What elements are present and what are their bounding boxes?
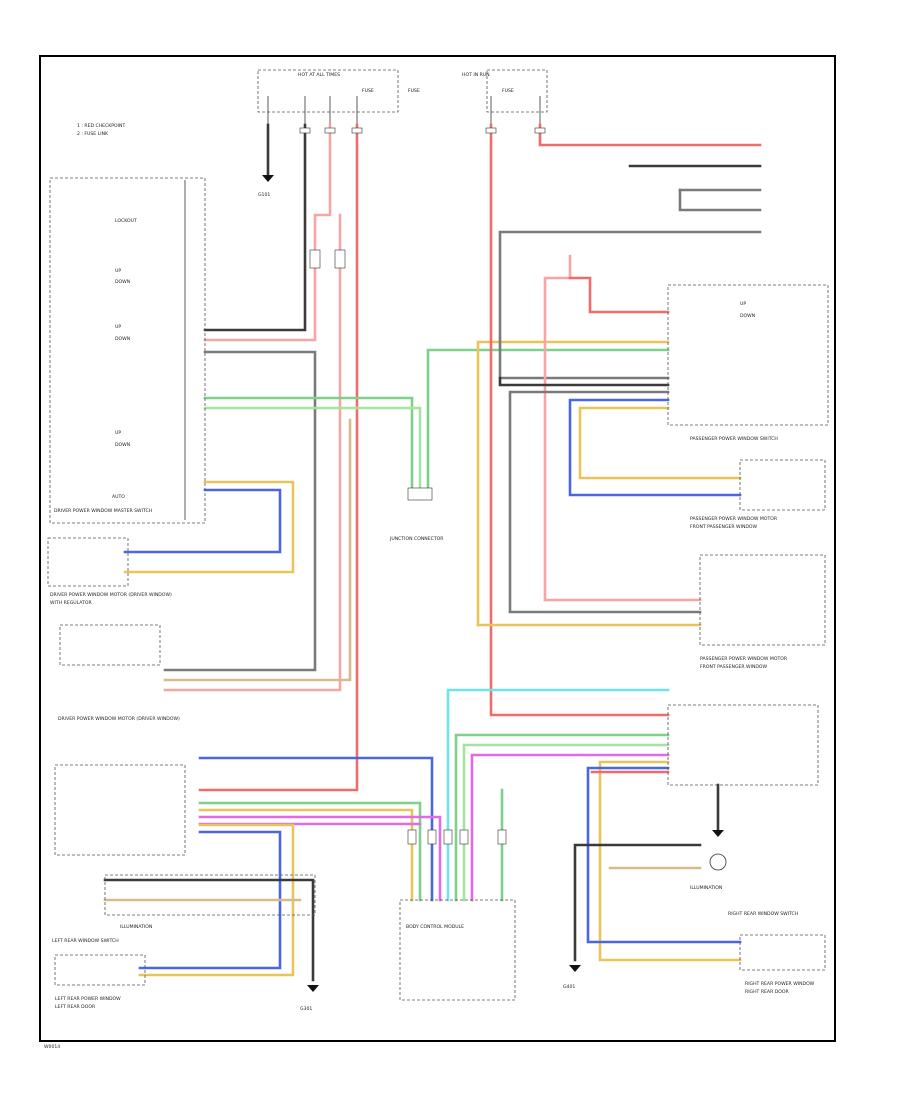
wire-pink-feed	[203, 123, 332, 342]
left-rear-window-motor: LEFT REAR POWER WINDOW LEFT REAR DOOR	[54, 954, 146, 1010]
driver-up-label: UP	[115, 268, 121, 274]
wire-yellow-passenger	[578, 406, 742, 480]
illumination-bulb-right	[709, 853, 727, 871]
passenger-motor-label: PASSENGER POWER WINDOW MOTOR	[690, 516, 778, 522]
left-rear-window-switch: ILLUMINATION LEFT REAR WINDOW SWITCH	[52, 764, 316, 944]
diagram-frame	[39, 55, 836, 1042]
passenger-power-window-switch: PASSENGER POWER WINDOW SWITCH UP DOWN	[667, 284, 829, 442]
auto-label: AUTO	[112, 494, 125, 500]
fuse-label-right: FUSE	[502, 88, 514, 94]
wire-black-main	[203, 123, 307, 332]
right-rear-switch-label: RIGHT REAR WINDOW SWITCH	[728, 911, 798, 917]
wire-gray-driver	[163, 350, 317, 672]
passenger-switch-up: UP	[740, 301, 746, 307]
rear-down-label: DOWN	[115, 442, 130, 448]
driver-window-motor: DRIVER POWER WINDOW MOTOR (DRIVER WINDOW…	[47, 537, 172, 606]
passenger-up-label: UP	[115, 324, 121, 330]
right-rear-window-motor: RIGHT REAR POWER WINDOW RIGHT REAR DOOR	[739, 934, 826, 995]
power-supply-top: HOT AT ALL TIMES HOT IN RUN 1 : RED CHEC…	[77, 69, 548, 198]
passenger-lock-motor-label: PASSENGER POWER WINDOW MOTOR	[700, 656, 788, 662]
legend-item-2: 2 : FUSE LINK	[77, 131, 109, 137]
wire-green-junction	[203, 396, 414, 492]
passenger-motor-sub-label: FRONT PASSENGER WINDOW	[690, 524, 758, 530]
wire-red-right-top	[538, 123, 762, 147]
passenger-window-motor: PASSENGER POWER WINDOW MOTOR FRONT PASSE…	[690, 459, 826, 530]
driver-down-label: DOWN	[115, 279, 130, 285]
driver-lower-motor: DRIVER POWER WINDOW MOTOR (DRIVER WINDOW…	[58, 624, 180, 722]
wire-blue-driver-motor	[123, 488, 282, 554]
body-control-module: BODY CONTROL MODULE	[399, 899, 516, 1001]
passenger-down-label: DOWN	[115, 336, 130, 342]
wire-blue-left-rear	[198, 756, 434, 902]
driver-switch-label: DRIVER POWER WINDOW MASTER SWITCH	[54, 508, 152, 514]
driver-lower-motor-label: DRIVER POWER WINDOW MOTOR (DRIVER WINDOW…	[58, 716, 180, 722]
ground-symbol-lock	[712, 830, 724, 837]
connector-pins	[299, 127, 546, 845]
wire-gray-right-loop	[498, 230, 762, 380]
left-rear-switch-label: LEFT REAR WINDOW SWITCH	[52, 938, 119, 944]
fuse-label-left: FUSE	[362, 88, 374, 94]
junction-label: JUNCTION CONNECTOR	[389, 536, 444, 542]
rear-up-label: UP	[115, 430, 121, 436]
bcm-label: BODY CONTROL MODULE	[406, 924, 464, 930]
passenger-switch-label: PASSENGER POWER WINDOW SWITCH	[690, 436, 778, 442]
left-rear-motor-sub: LEFT REAR DOOR	[55, 1004, 96, 1010]
driver-motor-sub-label: WITH REGULATOR	[50, 600, 93, 606]
junction-connector: JUNCTION CONNECTOR	[389, 487, 444, 542]
passenger-lock-area: PASSENGER POWER WINDOW MOTOR FRONT PASSE…	[699, 554, 826, 670]
wire-yellow-driver-motor	[123, 480, 295, 574]
left-rear-motor-label: LEFT REAR POWER WINDOW	[55, 996, 121, 1002]
illumination-right-label: ILLUMINATION	[690, 885, 722, 891]
wire-blue-passenger	[568, 398, 742, 497]
fuse-label-mid: FUSE	[408, 88, 420, 94]
passenger-lock-motor-sub: FRONT PASSENGER WINDOW	[700, 664, 768, 670]
right-rear-motor-sub: RIGHT REAR DOOR	[745, 989, 789, 995]
ground-symbol-top-left	[262, 175, 274, 182]
hot-at-all-times-label: HOT AT ALL TIMES	[298, 72, 340, 78]
illumination-left-label: ILLUMINATION	[120, 924, 152, 930]
right-rear-window-switch: RIGHT REAR WINDOW SWITCH ILLUMINATION	[667, 704, 819, 917]
ground-label-bottom-mid: G301	[300, 1006, 312, 1012]
ground-label-bottom-right: G401	[563, 984, 575, 990]
driver-motor-label: DRIVER POWER WINDOW MOTOR (DRIVER WINDOW…	[50, 592, 172, 598]
ground-symbol-bottom-right	[569, 965, 581, 972]
wire-red-feed	[198, 123, 359, 792]
legend-item-1: 1 : RED CHECKPOINT	[77, 123, 125, 129]
passenger-switch-down: DOWN	[740, 313, 755, 319]
bottom-grounds: G301 G401	[300, 783, 724, 1012]
footer-code: W0014	[44, 1044, 60, 1050]
ground-label-top-left: G101	[258, 192, 270, 198]
wires	[103, 123, 762, 982]
driver-master-switch: DRIVER POWER WINDOW MASTER SWITCH LOCKOU…	[49, 177, 206, 524]
right-rear-motor-label: RIGHT REAR POWER WINDOW	[745, 981, 815, 987]
ground-symbol-bottom-mid	[307, 985, 319, 992]
hot-in-run-label: HOT IN RUN	[462, 72, 490, 78]
driver-lockout-label: LOCKOUT	[115, 218, 137, 224]
